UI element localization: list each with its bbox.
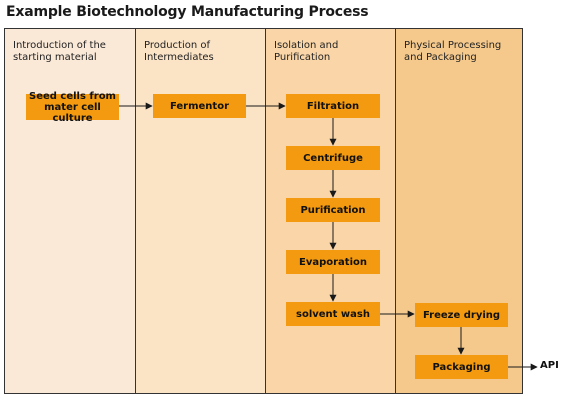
step-seed-cells: Seed cells from mater cell culture — [26, 91, 119, 124]
lane-title-isolation: Isolation and Purification — [274, 40, 339, 63]
step-freeze-drying: Freeze drying — [415, 303, 508, 327]
output-api-label: API — [540, 360, 559, 371]
lane-physical: Physical Processing and Packaging — [395, 29, 522, 393]
lane-title-physical: Physical Processing and Packaging — [404, 40, 502, 63]
step-fermentor: Fermentor — [153, 94, 246, 118]
lane-introduction: Introduction of the starting material — [5, 29, 135, 393]
lane-title-introduction: Introduction of the starting material — [13, 40, 106, 63]
step-purification: Purification — [286, 198, 380, 222]
diagram-title: Example Biotechnology Manufacturing Proc… — [6, 4, 369, 20]
step-centrifuge: Centrifuge — [286, 146, 380, 170]
lane-production: Production of Intermediates — [135, 29, 265, 393]
step-solvent-wash: solvent wash — [286, 302, 380, 326]
step-packaging: Packaging — [415, 355, 508, 379]
diagram-frame — [4, 28, 523, 394]
step-evaporation: Evaporation — [286, 250, 380, 274]
step-filtration: Filtration — [286, 94, 380, 118]
lane-title-production: Production of Intermediates — [144, 40, 214, 63]
